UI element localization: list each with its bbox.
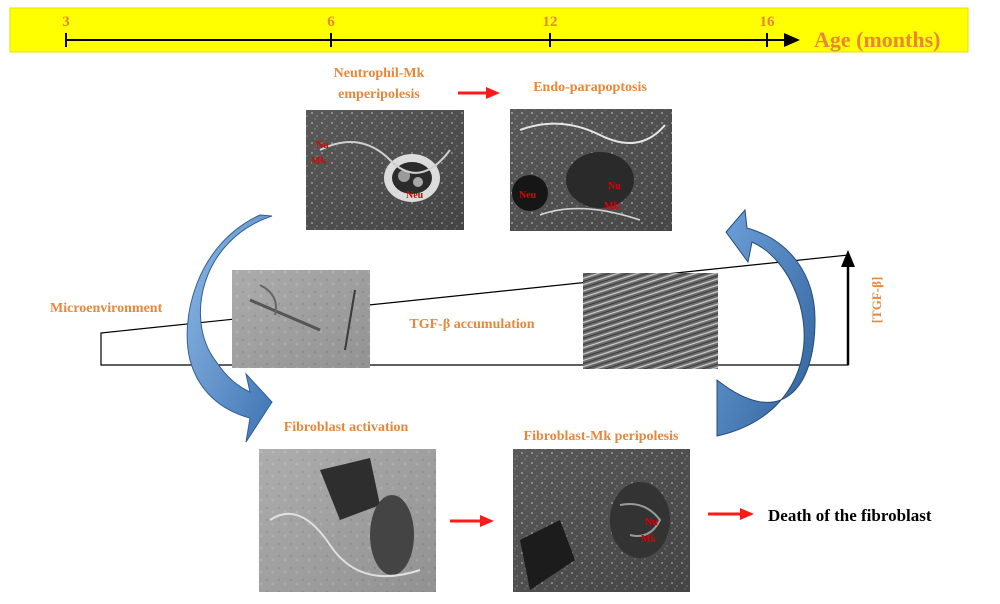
label-emperipolesis-line1: Neutrophil-Mk (334, 66, 425, 81)
micrograph-emperipolesis: Nu Mk Neu (306, 110, 464, 230)
tick-label-6: 6 (327, 14, 335, 30)
label-microenvironment: Microenvironment (50, 301, 163, 316)
tag-img2-nu: Nu (608, 181, 621, 192)
tick-label-3: 3 (62, 14, 70, 30)
tag-img2-neu: Neu (519, 190, 537, 201)
red-arrow-top (458, 87, 500, 99)
micrograph-tgf-fibers (583, 273, 718, 369)
tgf-wedge (100, 254, 849, 366)
tag-img6-nu: Nu (645, 517, 658, 528)
micrograph-microenvironment (232, 270, 370, 368)
tag-img1-neu: Neu (406, 190, 424, 201)
label-endo-parapoptosis: Endo-parapoptosis (533, 80, 647, 95)
tag-img6-mk: Mk (641, 534, 656, 545)
label-tgf-accumulation: TGF-β accumulation (409, 317, 534, 332)
curved-arrow-left (186, 214, 273, 443)
tag-img1-mk: Mk (311, 156, 326, 167)
timeline-arrowhead (784, 33, 800, 47)
tgf-concentration-axis (841, 250, 855, 365)
label-tgf-axis: [TGF-β] (869, 277, 884, 324)
label-emperipolesis-line2: emperipolesis (338, 87, 420, 102)
micrograph-endo-parapoptosis: Neu Nu Mk (510, 109, 672, 231)
tag-img1-nu: Nu (316, 140, 329, 151)
micrograph-fibroblast-activation (259, 449, 436, 592)
curved-arrow-right (716, 208, 816, 437)
label-fibroblast-activation: Fibroblast activation (284, 420, 409, 435)
label-fibroblast-mk-peripolesis: Fibroblast-Mk peripolesis (524, 429, 679, 444)
timeline: 3 6 12 16 Age (months) (9, 7, 969, 53)
tag-img2-mk: Mk (604, 201, 619, 212)
label-death-of-fibroblast: Death of the fibroblast (768, 506, 932, 525)
timeline-band (9, 7, 969, 53)
tick-label-16: 16 (760, 14, 776, 30)
tick-label-12: 12 (543, 14, 558, 30)
micrograph-peripolesis: Nu Mk (513, 449, 690, 592)
red-arrow-bottom-2 (708, 508, 754, 520)
red-arrow-bottom-1 (450, 515, 494, 527)
timeline-axis-label: Age (months) (814, 27, 941, 52)
